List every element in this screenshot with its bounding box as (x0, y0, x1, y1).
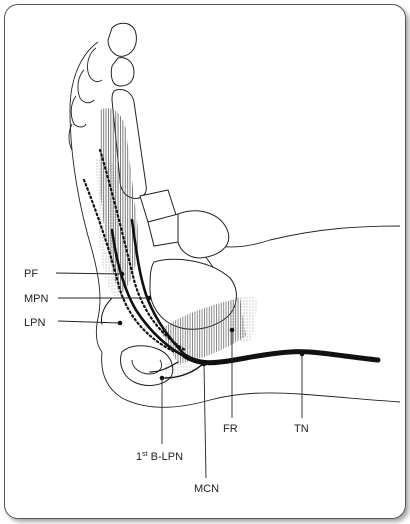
toe-5 (68, 123, 73, 151)
label-mpn: MPN (24, 293, 49, 305)
foot-outline (69, 41, 103, 353)
label-pf: PF (24, 268, 38, 280)
leader-lpn (57, 320, 121, 324)
leader-pf (55, 272, 123, 275)
dotted-shade-heel (230, 296, 258, 342)
lateral-branch-dotted (82, 178, 177, 354)
toe-4 (70, 95, 87, 128)
small-twig-1 (101, 297, 113, 325)
talus (177, 210, 230, 259)
label-lpn: LPN (24, 317, 45, 329)
leader-mcn (203, 363, 207, 479)
midfoot-hatching (160, 298, 246, 364)
toe-3 (77, 69, 95, 104)
dotted-shade-forefoot (96, 156, 122, 300)
big-toe-phalanx (110, 57, 135, 87)
label-mcn: MCN (194, 483, 219, 495)
big-toe (107, 22, 137, 57)
medial-branch-dotted (98, 148, 187, 352)
dotted-shade-lower (164, 362, 196, 381)
heel-pad-inner (131, 359, 162, 375)
label-tn: TN (294, 423, 309, 435)
label-1st-b-lpn: 1st B-LPN (136, 451, 183, 463)
lateral-plantar-nerve (110, 228, 190, 360)
tibial-nerve (182, 349, 381, 366)
label-fr: FR (223, 423, 238, 435)
toe-2 (87, 47, 103, 83)
first-branch-lpn (149, 361, 179, 373)
heel-outline (101, 351, 401, 408)
